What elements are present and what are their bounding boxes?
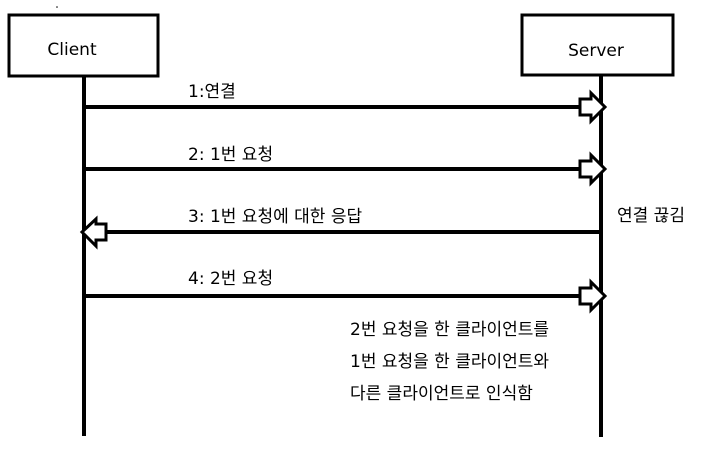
message-2-arrowhead [578, 151, 608, 187]
explanation-line-1: 2번 요청을 한 클라이언트를 [350, 320, 549, 340]
explanation-line-3: 다른 클라이언트로 인식함 [350, 384, 533, 404]
disconnect-note: 연결 끊김 [617, 206, 685, 226]
message-1-label: 1:연결 [188, 82, 236, 102]
stray-dot [56, 6, 58, 8]
server-box [520, 13, 675, 77]
message-3-arrowhead [79, 215, 108, 250]
explanation-line-2: 1번 요청을 한 클라이언트와 [350, 352, 549, 372]
client-box [7, 13, 160, 78]
server-label: Server [568, 41, 624, 61]
message-4-label: 4: 2번 요청 [188, 269, 273, 289]
message-2-label: 2: 1번 요청 [188, 145, 273, 165]
client-label: Client [47, 40, 97, 60]
message-1-arrowhead [578, 89, 608, 125]
message-3-label: 3: 1번 요청에 대한 응답 [188, 207, 362, 227]
message-4-arrowhead [578, 278, 608, 314]
